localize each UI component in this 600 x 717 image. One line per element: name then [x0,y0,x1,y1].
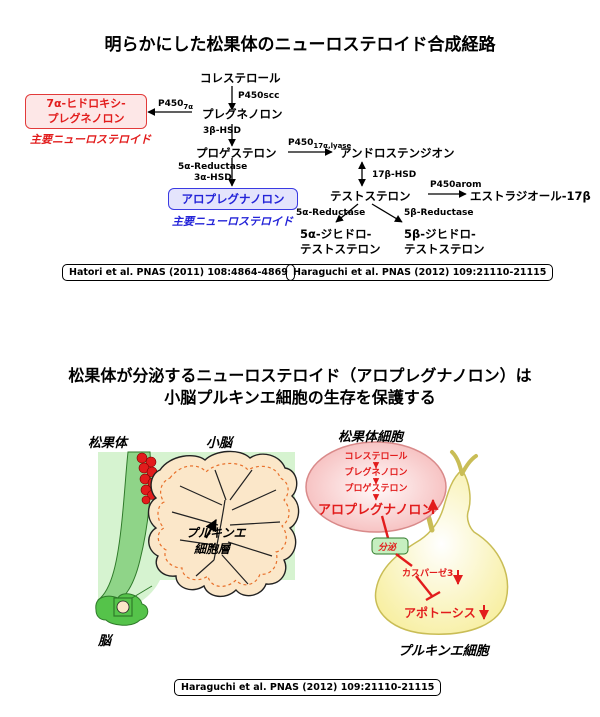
node-progesterone: プロゲステロン [196,146,277,160]
brain-inset-link [131,585,153,599]
tag-major-neurosteroid-blue: 主要ニューロステロイド [172,215,293,228]
white-matter [171,469,281,585]
enzyme-17b-hsd: 17β-HSD [372,170,417,180]
secretion-line-1 [380,515,390,539]
cell-pregnenolone: プレグネノロン [344,468,408,478]
node-5b-dht-1: 5β-ジヒドロ- [404,227,476,241]
section-title-line1: 松果体が分泌するニューロステロイド（アロプレグナノロン）は [68,366,532,385]
reference-hatori: Hatori et al. PNAS (2011) 108:4864-4869 [62,264,295,281]
cell-progesterone: プロゲステロン [344,484,408,494]
reference-haraguchi-top: Haraguchi et al. PNAS (2012) 109:21110-2… [286,264,554,281]
node-cholesterol: コレステロール [200,71,281,85]
node-androstenedione: アンドロステンジオン [340,146,455,160]
arrow-testo-5b [371,203,403,223]
pineal-cell [305,441,447,533]
secretion-line-2 [395,553,413,567]
enzyme-3a-hsd: 3α-HSD [194,173,232,183]
page-title: 明らかにした松果体のニューロステロイド合成経路 [104,35,496,55]
inhibition-bar [425,590,441,602]
purkinje-dotted-layer [157,462,290,587]
enzyme-3b-hsd: 3β-HSD [203,126,241,136]
label-pineal-cell: 松果体細胞 [338,430,404,445]
arrow-testo-5a [335,203,359,223]
label-secretion: 分泌 [378,543,397,553]
purkinje-dendrite-right [450,450,478,476]
node-5b-dht-2: テストステロン [404,242,485,256]
node-pregnenolone: プレグネノロン [202,107,283,121]
purkinje-cell-body [374,468,509,635]
enzyme-p450arom: P450arom [430,180,482,190]
brain-inset-cerebellum [116,600,130,614]
label-cerebellum: 小脳 [206,436,233,451]
secretion-box [371,537,409,555]
label-pineal: 松果体 [88,436,128,451]
label-brain: 脳 [98,634,112,649]
enzyme-p450-7a: P4507α [158,99,194,111]
enzyme-p450scc: P450scc [238,91,280,101]
box-7a-hydroxy-pregnenolone: 7α-ヒドロキシ- プレグネノロン [25,94,147,129]
inhibition-line [415,575,433,597]
section-title-line2: 小脳プルキンエ細胞の生存を保護する [164,388,436,407]
label-apoptosis: アポトーシス [404,606,476,620]
label-purkinje-layer-2: 細胞層 [194,542,231,556]
label-caspase3: カスパーゼ3 [402,569,454,579]
reference-haraguchi-bottom: Haraguchi et al. PNAS (2012) 109:21110-2… [174,679,442,696]
cell-cholesterol: コレステロール [344,452,408,462]
node-testosterone: テストステロン [330,189,411,203]
brain-inset-highlight [113,597,133,617]
purkinje-pointer-arrow [205,518,217,539]
label-purkinje-cell: プルキンエ細胞 [398,644,489,659]
tag-major-neurosteroid-red: 主要ニューロステロイド [30,133,151,146]
label-purkinje-layer-1: プルキンエ [186,526,246,540]
cell-allopregnanolone: アロプレグナノロン [318,503,435,518]
enzyme-5a-reductase: 5α-Reductase [178,162,248,172]
enzyme-5b-reductase: 5β-Reductase [404,208,474,218]
node-estradiol: エストラジオール-17β [470,189,591,203]
cerebellum-folia [147,450,300,597]
enzyme-p450-17a-lyase: P45017α,lyase [288,138,352,150]
box-allopregnanolone: アロプレグナノロン [168,188,298,210]
node-5a-dht-1: 5α-ジヒドロ- [300,227,372,241]
node-5a-dht-2: テストステロン [300,242,381,256]
enzyme-5a-reductase-2: 5α-Reductase [296,208,366,218]
